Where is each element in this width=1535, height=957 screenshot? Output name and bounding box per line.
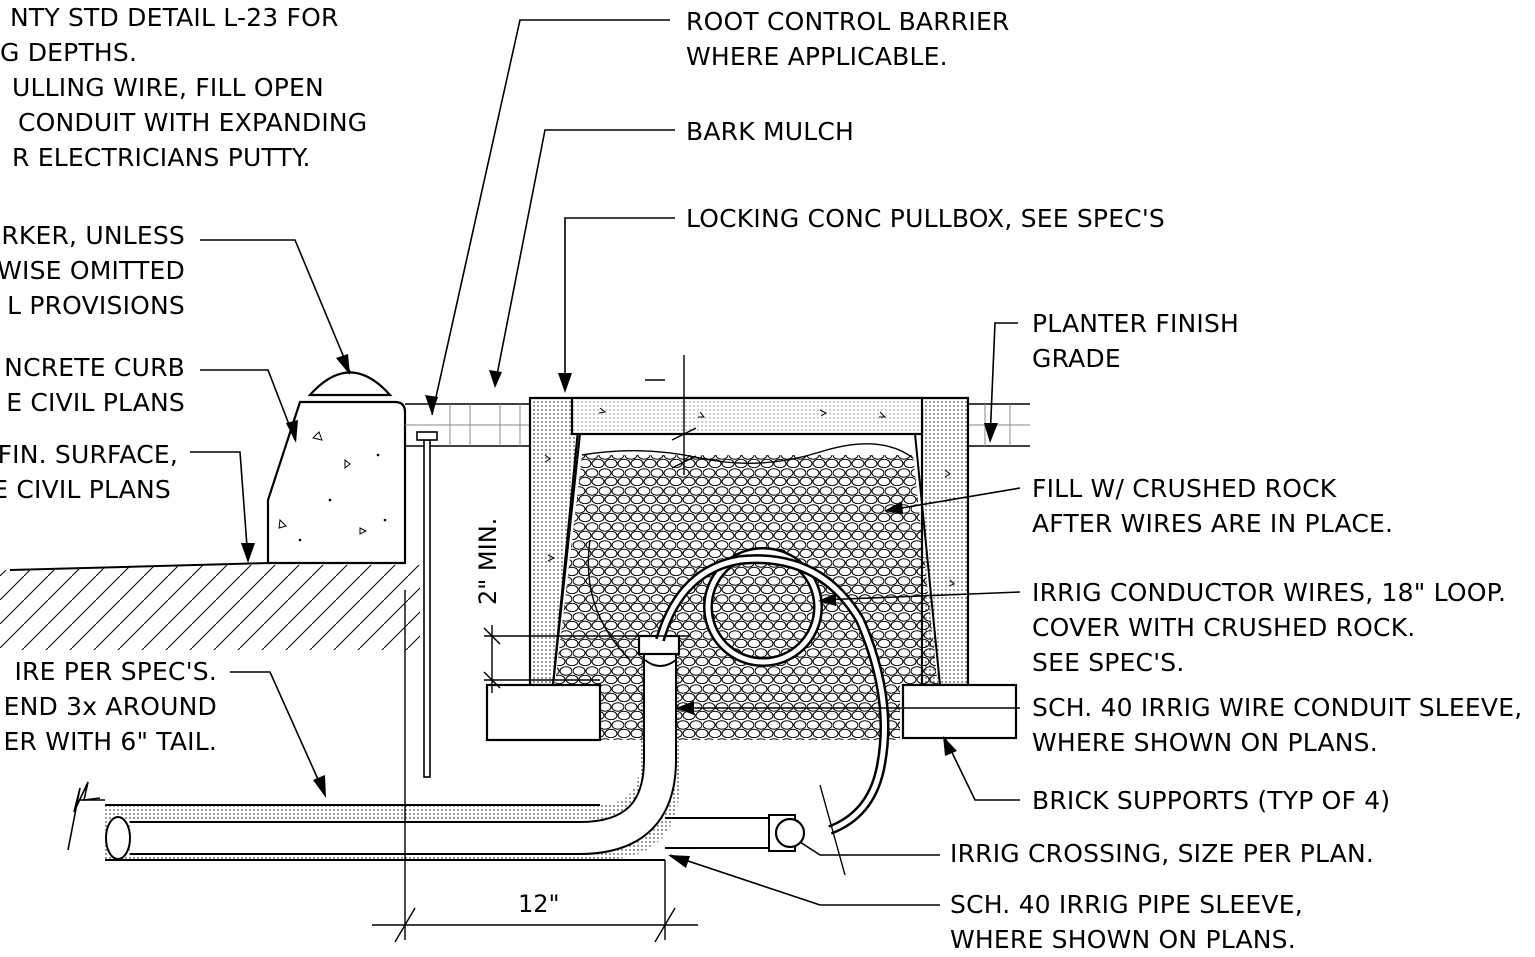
note-line-4: CONDUIT WITH EXPANDING <box>18 108 368 137</box>
label-crushed-rock: FILL W/ CRUSHED ROCK AFTER WIRES ARE IN … <box>1032 471 1393 541</box>
label-marker-line-3: L PROVISIONS <box>7 291 185 320</box>
label-pipe-sleeve-line-1: SCH. 40 IRRIG PIPE SLEEVE, <box>950 890 1303 919</box>
label-root-barrier: ROOT CONTROL BARRIER WHERE APPLICABLE. <box>686 4 1010 74</box>
brick-supports <box>485 683 1018 742</box>
label-conductor-wires-line-3: SEE SPEC'S. <box>1032 648 1185 677</box>
label-root-barrier-line-2: WHERE APPLICABLE. <box>686 42 948 71</box>
marker-post <box>416 431 438 778</box>
label-wire-line-2: END 3x AROUND <box>3 692 217 721</box>
label-planter-grade: PLANTER FINISH GRADE <box>1032 306 1239 376</box>
concrete-curb <box>266 371 407 565</box>
conductor-wires-loop <box>587 539 890 835</box>
wire-conduit-sleeve <box>67 634 681 861</box>
label-marker-line-1: RKER, UNLESS <box>1 221 185 250</box>
label-pipe-sleeve: SCH. 40 IRRIG PIPE SLEEVE, WHERE SHOWN O… <box>950 887 1303 957</box>
label-irrig-crossing-line-1: IRRIG CROSSING, SIZE PER PLAN. <box>950 839 1375 868</box>
dimension-lines <box>372 355 846 943</box>
irrigation-crossing-pipe <box>665 814 806 852</box>
label-bark-mulch-line-1: BARK MULCH <box>686 117 855 146</box>
label-wire-sleeve-line-2: WHERE SHOWN ON PLANS. <box>1032 728 1378 757</box>
label-wire: IRE PER SPEC'S. END 3x AROUND ER WITH 6"… <box>4 654 217 759</box>
dimension-min-depth: 2" MIN. <box>474 518 502 605</box>
label-conductor-wires: IRRIG CONDUCTOR WIRES, 18" LOOP. COVER W… <box>1032 575 1506 680</box>
mulch-layer <box>405 403 1030 447</box>
label-pipe-sleeve-line-2: WHERE SHOWN ON PLANS. <box>950 925 1296 954</box>
label-wire-line-1: IRE PER SPEC'S. <box>14 657 217 686</box>
notes-top-left: NTY STD DETAIL L-23 FOR G DEPTHS. ULLING… <box>0 0 367 175</box>
leader-lines <box>190 19 1021 906</box>
label-pullbox: LOCKING CONC PULLBOX, SEE SPEC'S <box>686 201 1165 236</box>
label-brick-supports-line-1: BRICK SUPPORTS (TYP OF 4) <box>1032 786 1391 815</box>
label-conductor-wires-line-1: IRRIG CONDUCTOR WIRES, 18" LOOP. <box>1032 578 1507 607</box>
label-planter-grade-line-2: GRADE <box>1032 344 1121 373</box>
label-brick-supports: BRICK SUPPORTS (TYP OF 4) <box>1032 783 1390 818</box>
label-curb-line-2: E CIVIL PLANS <box>6 388 185 417</box>
earth-hatch <box>0 562 420 650</box>
label-surface-line-1: FIN. SURFACE, <box>0 440 178 469</box>
note-line-3: ULLING WIRE, FILL OPEN <box>12 73 324 102</box>
label-wire-line-3: ER WITH 6" TAIL. <box>3 727 217 756</box>
label-marker-line-2: RWISE OMITTED <box>0 256 185 285</box>
label-curb-line-1: NCRETE CURB <box>4 353 185 382</box>
concrete-texture <box>544 407 955 587</box>
label-pullbox-line-1: LOCKING CONC PULLBOX, SEE SPEC'S <box>686 204 1165 233</box>
note-line-1: NTY STD DETAIL L-23 FOR <box>10 3 339 32</box>
dimension-width: 12" <box>518 890 560 918</box>
label-surface-line-2: E CIVIL PLANS <box>0 475 171 504</box>
note-line-2: G DEPTHS. <box>0 38 138 67</box>
label-crushed-rock-line-1: FILL W/ CRUSHED ROCK <box>1032 474 1337 503</box>
arrowheads <box>241 354 998 868</box>
label-conductor-wires-line-2: COVER WITH CRUSHED ROCK. <box>1032 613 1416 642</box>
label-wire-sleeve: SCH. 40 IRRIG WIRE CONDUIT SLEEVE, WHERE… <box>1032 690 1522 760</box>
label-marker: RKER, UNLESS RWISE OMITTED L PROVISIONS <box>0 218 185 323</box>
label-bark-mulch: BARK MULCH <box>686 114 854 149</box>
label-irrig-crossing: IRRIG CROSSING, SIZE PER PLAN. <box>950 836 1374 871</box>
note-line-5: R ELECTRICIANS PUTTY. <box>12 143 311 172</box>
label-root-barrier-line-1: ROOT CONTROL BARRIER <box>686 7 1010 36</box>
label-crushed-rock-line-2: AFTER WIRES ARE IN PLACE. <box>1032 509 1394 538</box>
label-surface: FIN. SURFACE, E CIVIL PLANS <box>0 437 178 507</box>
label-wire-sleeve-line-1: SCH. 40 IRRIG WIRE CONDUIT SLEEVE, <box>1032 693 1523 722</box>
label-curb: NCRETE CURB E CIVIL PLANS <box>4 350 185 420</box>
label-planter-grade-line-1: PLANTER FINISH <box>1032 309 1240 338</box>
